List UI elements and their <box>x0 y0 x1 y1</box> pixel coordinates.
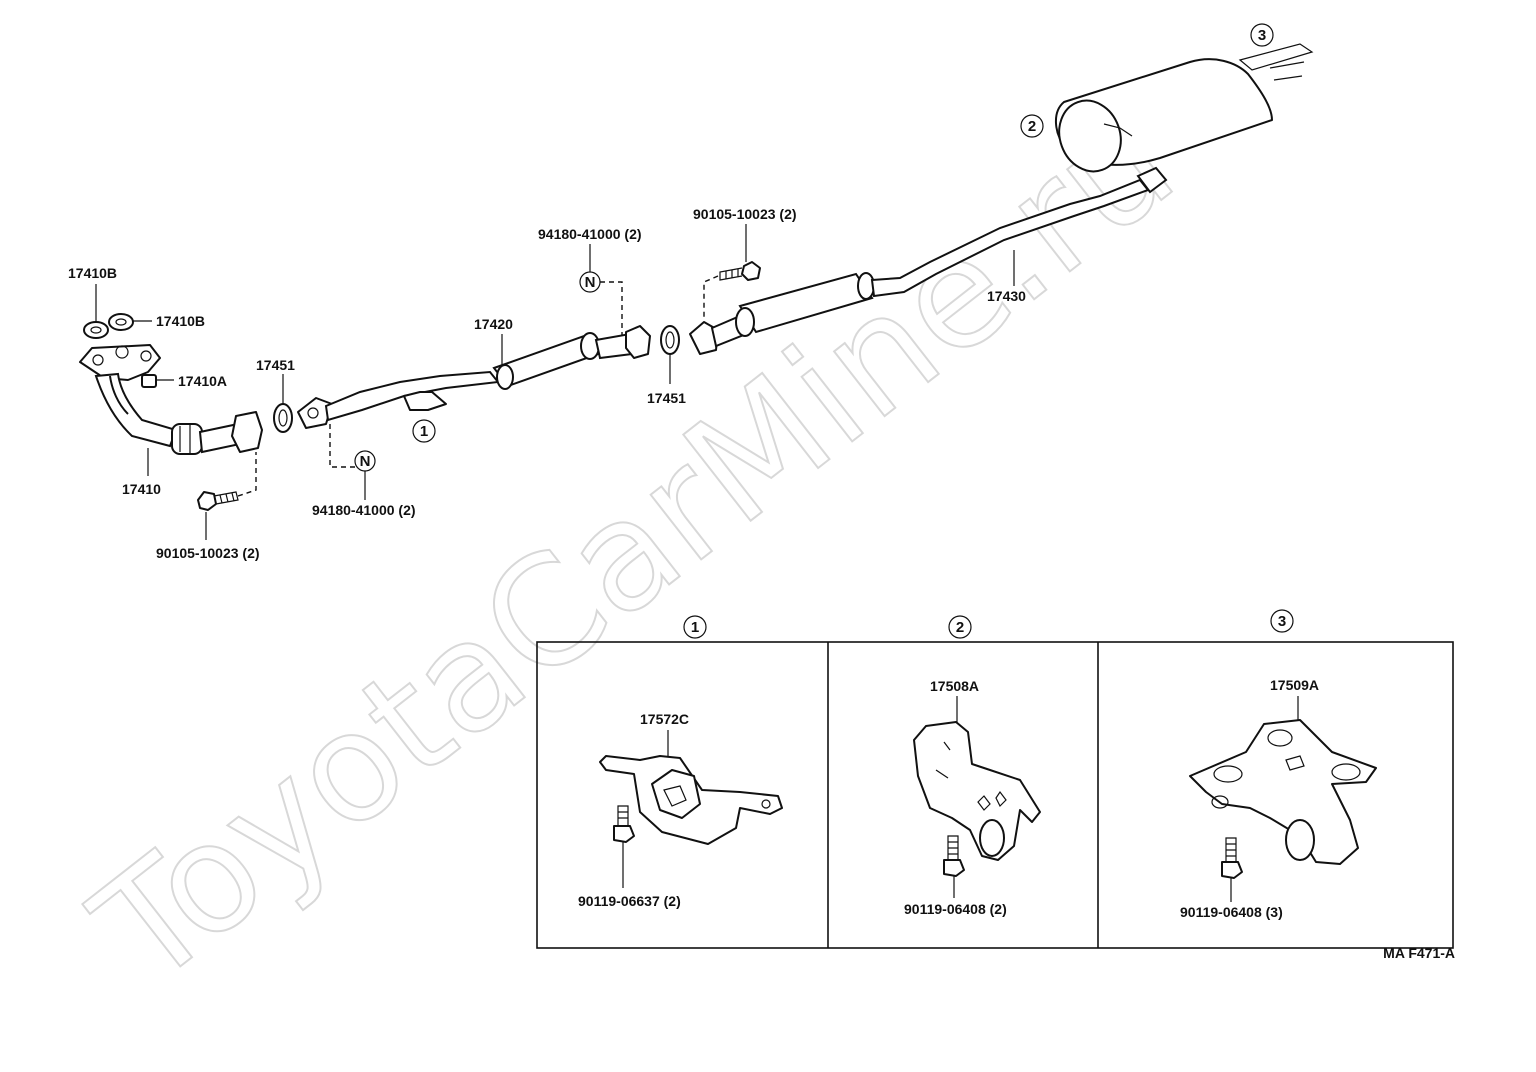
detail-2-part: 17508A <box>930 678 979 694</box>
label-90105-bottom: 90105-10023 (2) <box>156 545 260 561</box>
gasket-17451-mid <box>660 325 680 355</box>
svg-text:2: 2 <box>1028 118 1036 135</box>
hanger-bracket-17509a <box>1189 719 1377 865</box>
gasket-17451-left <box>273 403 293 433</box>
bolt-detail-1 <box>613 805 635 843</box>
svg-text:1: 1 <box>420 423 428 440</box>
n-marker-upper: N <box>579 271 601 293</box>
svg-text:N: N <box>585 274 596 291</box>
label-17410a: 17410A <box>178 373 227 389</box>
detail-1-bolt: 90119-06637 (2) <box>578 893 681 909</box>
label-90105-top: 90105-10023 (2) <box>693 206 797 222</box>
nut-17410a <box>141 374 157 388</box>
detail-panel-1: 1 17572C 90119-06637 (2) <box>578 615 783 909</box>
leader-lines <box>95 224 1015 540</box>
leader-bolt-upper <box>703 275 719 318</box>
ref-circle-1-main: 1 <box>412 419 436 443</box>
front-exhaust-pipe-17410 <box>79 344 263 455</box>
label-17451-left: 17451 <box>256 357 295 373</box>
svg-text:3: 3 <box>1258 27 1266 44</box>
bolt-detail-2 <box>943 835 965 877</box>
detail-box <box>536 641 1454 949</box>
label-17451-mid: 17451 <box>647 390 686 406</box>
bolt-90105-10023-lower <box>197 491 239 511</box>
ref-circle-3-main: 3 <box>1250 23 1274 47</box>
n-marker-lower: N <box>354 450 376 472</box>
label-17410: 17410 <box>122 481 161 497</box>
bolt-detail-3 <box>1221 837 1243 879</box>
gasket-17410b-b <box>108 313 134 331</box>
tail-pipe-17430 <box>689 43 1314 355</box>
gasket-17410b-a <box>83 321 109 339</box>
label-17430: 17430 <box>987 288 1026 304</box>
center-pipe-17420 <box>297 325 651 429</box>
detail-panel-2: 2 17508A 90119-06408 (2) <box>904 615 1041 917</box>
svg-text:2: 2 <box>956 619 964 636</box>
label-17420: 17420 <box>474 316 513 332</box>
svg-text:3: 3 <box>1278 613 1286 630</box>
leader-n-upper <box>600 281 623 336</box>
label-94180-top: 94180-41000 (2) <box>538 226 642 242</box>
hanger-bracket-17508a <box>913 721 1041 861</box>
label-17410b-right: 17410B <box>156 313 205 329</box>
detail-1-part: 17572C <box>640 711 689 727</box>
detail-3-bolt: 90119-06408 (3) <box>1180 904 1283 920</box>
diagram-code: MA F471-A <box>1383 945 1455 961</box>
label-94180-bottom: 94180-41000 (2) <box>312 502 416 518</box>
svg-text:1: 1 <box>691 619 699 636</box>
bolt-90105-10023-upper <box>719 261 761 281</box>
svg-text:N: N <box>360 453 371 470</box>
ref-circle-2-main: 2 <box>1020 114 1044 138</box>
detail-2-bolt: 90119-06408 (2) <box>904 901 1007 917</box>
detail-panel-3: 3 17509A 90119-06408 (3) <box>1180 609 1377 920</box>
leader-n-lower <box>329 424 355 468</box>
hanger-bracket-17572c <box>599 755 783 845</box>
leader-bolt-lower <box>237 452 257 497</box>
label-17410b-top: 17410B <box>68 265 117 281</box>
detail-3-part: 17509A <box>1270 677 1319 693</box>
